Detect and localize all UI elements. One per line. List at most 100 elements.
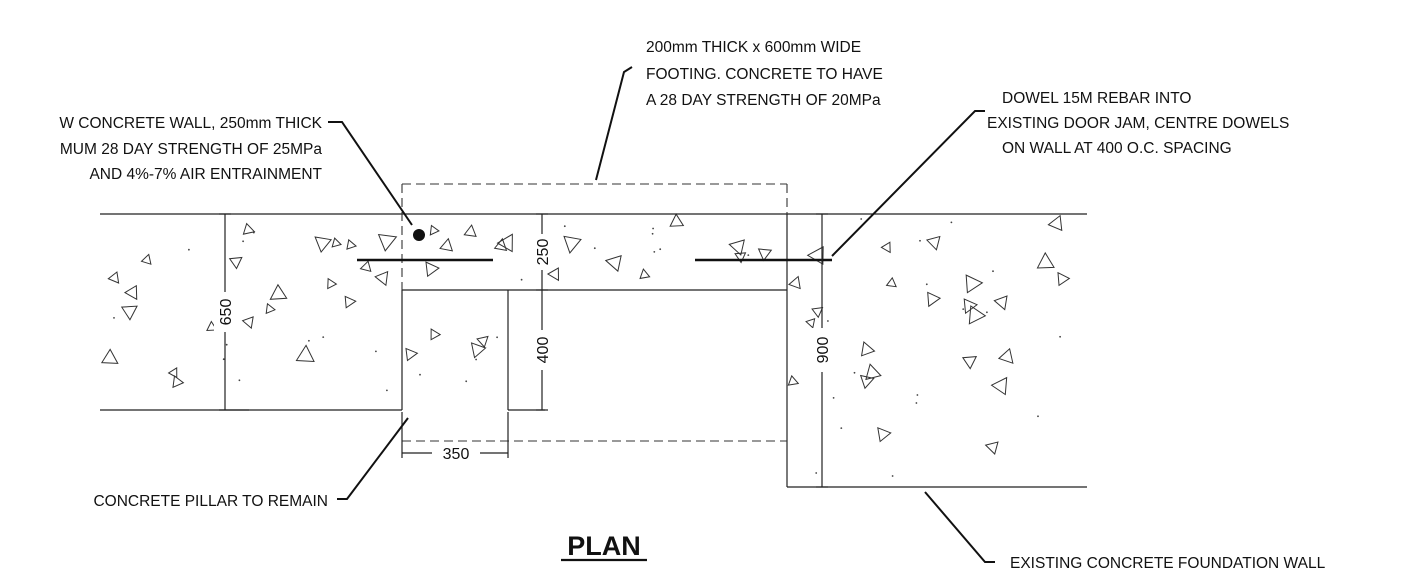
aggregate-mark (877, 426, 892, 443)
aggregate-mark (100, 348, 119, 364)
aggregate-dot (891, 475, 894, 477)
aggregate-dot (853, 371, 856, 374)
rebar-dot (413, 229, 425, 241)
aggregate-dot (653, 251, 656, 253)
aggregate-mark (374, 270, 389, 287)
aggregate-dot (915, 402, 918, 404)
aggregate-mark (806, 246, 824, 266)
note-footing-line-2: FOOTING. CONCRETE TO HAVE (646, 66, 883, 83)
aggregate-dot (475, 358, 477, 361)
aggregate-mark (327, 277, 338, 290)
aggregate-mark (927, 291, 942, 308)
aggregate-mark (787, 374, 800, 386)
aggregate-dot (113, 317, 115, 319)
aggregate-mark (860, 340, 876, 357)
aggregate-mark (885, 276, 897, 288)
aggregate-dot (950, 221, 953, 224)
drawing-title: PLAN (567, 531, 641, 561)
aggregate-mark (997, 347, 1014, 364)
aggregate-dot (419, 373, 421, 376)
aggregate-dot (308, 339, 310, 342)
aggregate-dot (986, 311, 988, 314)
aggregate-mark (107, 271, 120, 284)
aggregate-dot (242, 240, 245, 243)
aggregate-dot (465, 380, 468, 383)
note-pillar: CONCRETE PILLAR TO REMAIN (93, 493, 328, 510)
aggregate-dot (747, 254, 750, 256)
note-footing: 200mm THICK x 600mm WIDE FOOTING. CONCRE… (646, 39, 883, 109)
note-dowel: DOWEL 15M REBAR INTO EXISTING DOOR JAM, … (987, 90, 1289, 157)
aggregate-dot (520, 278, 523, 281)
aggregate-dot (1037, 415, 1039, 418)
dim-250-label: 250 (535, 239, 552, 266)
aggregate-mark (865, 363, 882, 381)
leader-pillar (337, 417, 409, 500)
aggregate-mark (470, 342, 487, 359)
aggregate-mark (965, 274, 984, 294)
aggregate-dot (832, 397, 835, 399)
note-new-wall-line-3: AND 4%-7% AIR ENTRAINMENT (89, 166, 322, 183)
aggregate-mark (734, 252, 747, 264)
aggregate-mark (265, 302, 276, 315)
aggregate-mark (377, 233, 398, 252)
dimension-650: 650 (214, 213, 249, 411)
aggregate-dot (992, 270, 994, 273)
dimension-900: 900 (811, 213, 833, 488)
aggregate-mark (425, 261, 440, 278)
aggregate-mark (295, 344, 315, 362)
aggregate-mark (493, 237, 508, 251)
aggregate-dot (386, 389, 388, 392)
aggregate-mark (639, 268, 651, 280)
aggregate-dot (815, 472, 818, 474)
note-dowel-line-1: DOWEL 15M REBAR INTO (1002, 90, 1191, 107)
leader-footing (595, 66, 633, 181)
aggregate-dot (322, 336, 325, 338)
aggregate-mark (140, 253, 152, 265)
aggregate-mark (269, 283, 288, 300)
note-new-wall: W CONCRETE WALL, 250mm THICK MUM 28 DAY … (59, 115, 322, 183)
dim-350-label: 350 (443, 446, 470, 463)
aggregate-mark (463, 224, 477, 237)
aggregate-mark (120, 305, 138, 321)
aggregate-mark (344, 295, 357, 309)
note-dowel-line-3: ON WALL AT 400 O.C. SPACING (1002, 140, 1232, 157)
rebar-dowels (357, 229, 832, 262)
aggregate-mark (669, 213, 685, 227)
aggregate-dot (919, 239, 921, 242)
aggregate-mark (757, 248, 773, 262)
aggregate-mark (563, 235, 582, 254)
note-new-wall-line-1: W CONCRETE WALL, 250mm THICK (59, 115, 322, 132)
aggregate-dot (188, 248, 190, 251)
dimension-350: 350 (401, 412, 509, 463)
aggregate-dot (375, 350, 377, 353)
aggregate-dot (496, 336, 498, 339)
aggregate-dot (222, 358, 225, 361)
concrete-hatch (100, 213, 1071, 477)
aggregate-mark (811, 307, 824, 319)
aggregate-mark (961, 356, 978, 370)
aggregate-mark (984, 441, 999, 455)
dimension-400: 400 (531, 290, 553, 411)
aggregate-mark (476, 335, 489, 348)
aggregate-mark (787, 275, 801, 290)
dim-400-label: 400 (535, 337, 552, 364)
note-dowel-line-2: EXISTING DOOR JAM, CENTRE DOWELS (987, 115, 1289, 132)
aggregate-mark (880, 241, 891, 254)
footing-outline (401, 183, 788, 442)
note-foundation: EXISTING CONCRETE FOUNDATION WALL (1010, 555, 1326, 572)
leader-dowel (831, 110, 985, 257)
note-footing-line-3: A 28 DAY STRENGTH OF 20MPa (646, 92, 881, 109)
note-new-wall-line-2: MUM 28 DAY STRENGTH OF 25MPa (60, 141, 322, 158)
aggregate-mark (925, 235, 941, 251)
leaders (328, 66, 995, 563)
aggregate-mark (990, 376, 1008, 396)
leader-new-wall (328, 121, 413, 226)
aggregate-dot (962, 308, 965, 310)
aggregate-mark (1047, 214, 1063, 232)
aggregate-dot (563, 225, 566, 228)
aggregate-mark (430, 328, 442, 341)
aggregate-mark (993, 295, 1008, 311)
dim-900-label: 900 (815, 337, 832, 364)
aggregate-dot (840, 427, 843, 429)
